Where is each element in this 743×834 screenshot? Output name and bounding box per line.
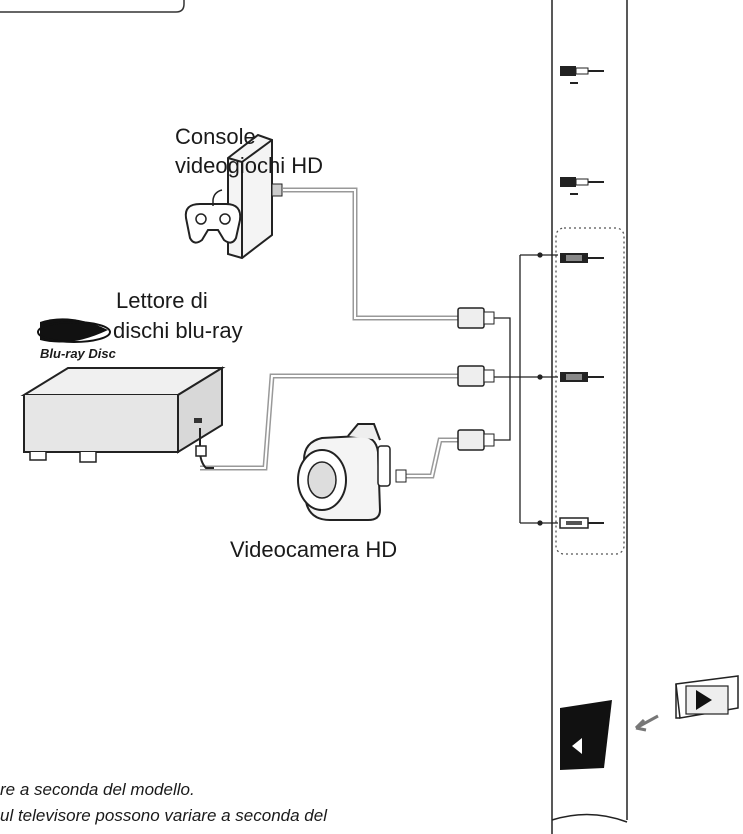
frame-corner [0, 0, 185, 13]
ci-slot [560, 700, 612, 770]
camcorder-icon [297, 423, 407, 521]
footnote-2: ul televisore possono variare a seconda … [0, 806, 327, 825]
gamepad-icon [184, 189, 242, 244]
bluray-label-line1: Lettore di [116, 288, 208, 313]
hdmi-plug-2 [457, 365, 495, 387]
hdmi-port-group [555, 227, 625, 555]
footnote-1: re a seconda del modello. [0, 780, 195, 799]
bluray-logo-text: Blu-ray Disc [40, 346, 116, 361]
hdmi-plug-1 [457, 307, 495, 329]
tv-side-panel [551, 0, 628, 834]
camcorder-label: Videocamera HD [230, 537, 398, 562]
bluray-disc-logo [37, 318, 111, 343]
usb-port-1 [560, 66, 604, 84]
hdmi-port-3 [559, 517, 604, 529]
hdmi-plug-3 [457, 429, 495, 451]
console-label-line1: Console [175, 124, 256, 149]
bluray-label-line2: dischi blu-ray [113, 318, 243, 343]
ci-card-icon [634, 675, 739, 732]
console-label-line2: videogiochi HD [175, 153, 323, 178]
hdmi-port-2 [560, 372, 604, 382]
connection-lines [494, 252, 558, 526]
usb-port-2 [560, 177, 604, 195]
hdmi-port-1 [560, 253, 604, 263]
bluray-player-icon [20, 366, 226, 469]
